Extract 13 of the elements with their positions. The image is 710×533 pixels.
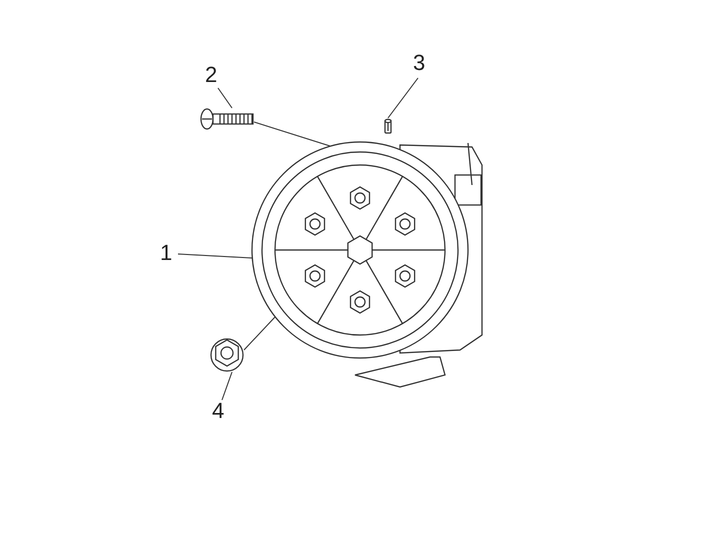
leader-line [222,372,232,400]
leader-line [178,254,252,258]
callout-number: 3 [413,50,426,76]
screw-drawing [200,108,254,130]
assembly-line [254,122,330,146]
callout-number: 4 [212,398,224,424]
callout-number: 2 [205,62,218,88]
pin-drawing [384,118,392,134]
assembly-line [244,316,276,350]
leader-line [218,88,232,108]
leader-line [388,78,418,118]
nut-drawing [210,336,244,372]
callout-number: 1 [160,240,172,266]
